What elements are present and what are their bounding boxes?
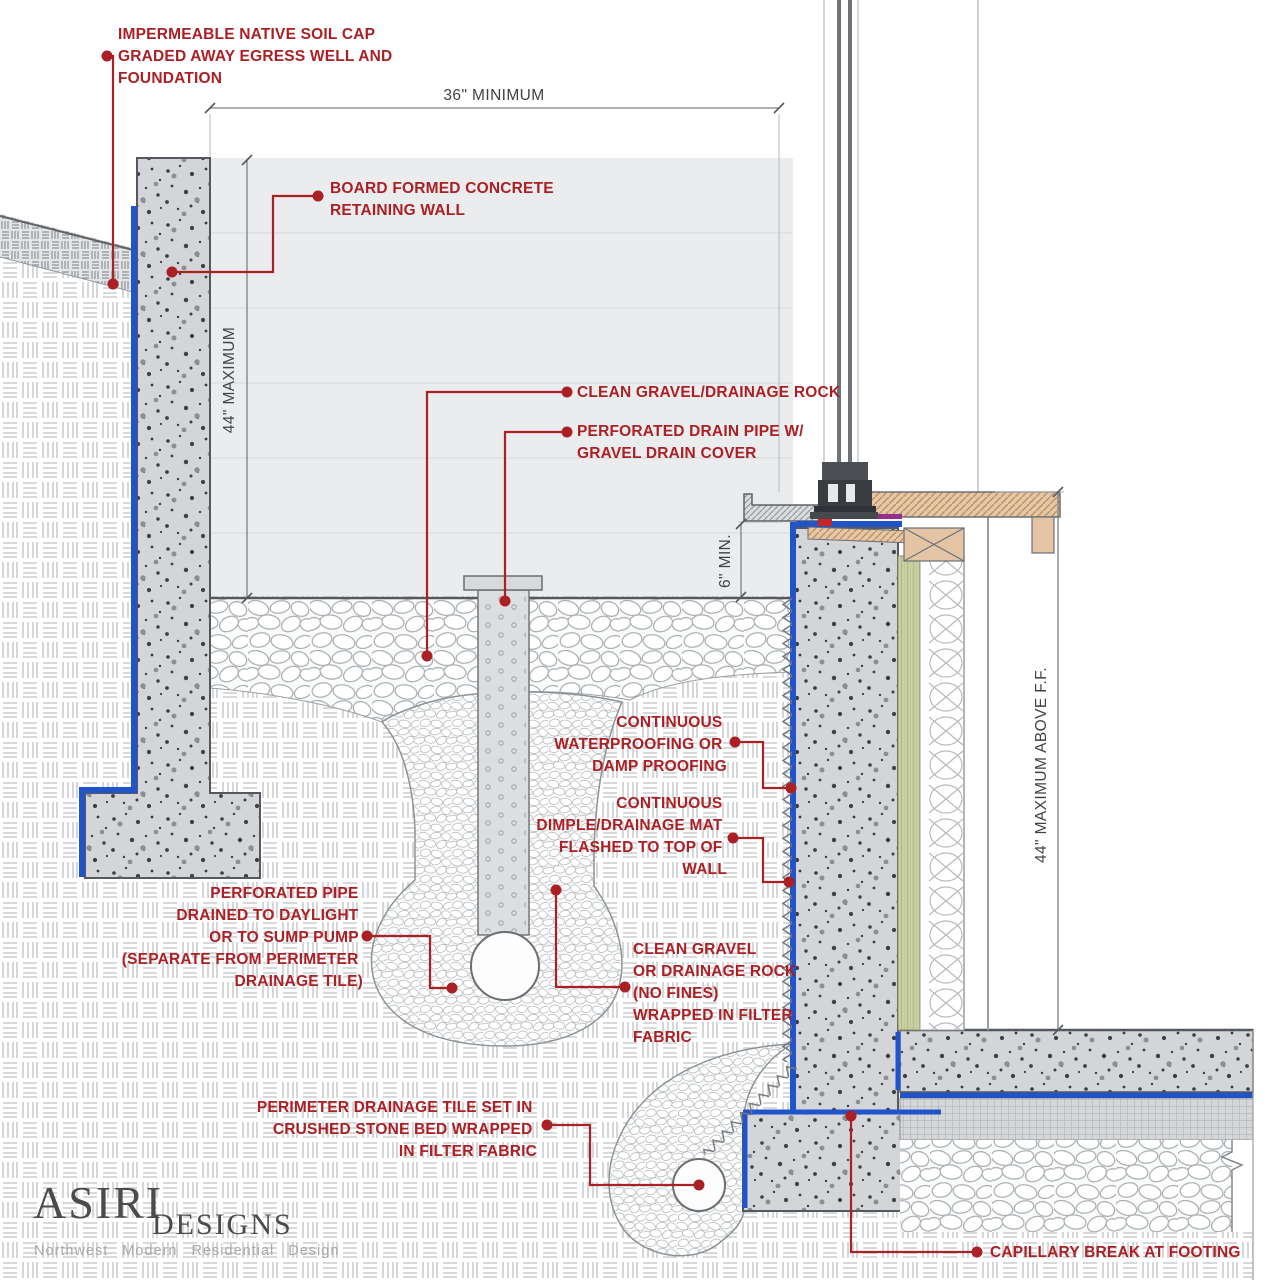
asiri-designs-logo: ASIRI DESIGNS Northwest Modern Residenti… xyxy=(33,1177,339,1259)
egress-well-space xyxy=(210,158,793,600)
dimple-drainage-mat xyxy=(699,598,798,1158)
label-soil-cap: IMPERMEABLE NATIVE SOIL CAP GRADED AWAY … xyxy=(118,26,397,87)
label-capillary-break: CAPILLARY BREAK AT FOOTING xyxy=(990,1244,1241,1261)
house-interior xyxy=(964,596,1253,1030)
leader-capillary-break xyxy=(845,1110,983,1258)
rigid-insulation xyxy=(897,555,921,1031)
leader-retaining-wall xyxy=(166,190,324,278)
dimension-well-depth: 44" MAXIMUM xyxy=(221,154,253,604)
leader-soil-cap xyxy=(101,50,119,290)
break-line xyxy=(1220,1140,1244,1232)
board-form-lines xyxy=(211,232,792,534)
grade-line xyxy=(0,215,138,252)
label-retaining-wall: BOARD FORMED CONCRETE RETAINING WALL xyxy=(330,180,558,219)
leader-gravel-no-fines xyxy=(550,884,631,993)
window-frame xyxy=(810,462,878,519)
window-sill-assembly xyxy=(743,0,1061,562)
retaining-wall-waterproofing xyxy=(79,206,137,877)
underslab-gravel xyxy=(900,1140,1232,1232)
label-perforated-pipe: PERFORATED PIPE DRAINED TO DAYLIGHT OR T… xyxy=(122,885,363,990)
leader-waterproofing xyxy=(729,736,797,794)
label-drainage-tile: PERIMETER DRAINAGE TILE SET IN CRUSHED S… xyxy=(257,1099,537,1160)
label-drain-pipe: PERFORATED DRAIN PIPE W/ GRAVEL DRAIN CO… xyxy=(577,423,808,462)
batt-insulation-cavity xyxy=(919,555,965,1031)
label-gravel-no-fines: CLEAN GRAVEL OR DRAINAGE ROCK (NO FINES)… xyxy=(633,941,801,1046)
leader-dimple-mat xyxy=(727,832,795,888)
label-dimple-mat: CONTINUOUS DIMPLE/DRAINAGE MAT FLASHED T… xyxy=(536,795,727,878)
concrete-slab xyxy=(899,1029,1254,1093)
wood-trim xyxy=(1031,516,1055,554)
label-waterproofing: CONTINUOUS WATERPROOFING OR DAMP PROOFIN… xyxy=(554,714,727,775)
wood-blocking xyxy=(903,527,965,562)
dimension-height-above-ff: 44" MAXIMUM ABOVE F.F. xyxy=(995,486,1064,1036)
slab-assembly xyxy=(899,1028,1254,1280)
dimension-label-44-maximum: 44" MAXIMUM xyxy=(221,327,238,433)
foundation-wall xyxy=(794,527,899,1114)
drain-tile-section xyxy=(470,931,540,1001)
leader-clean-gravel xyxy=(421,386,573,662)
leader-perforated-pipe xyxy=(361,930,458,994)
logo-brand: ASIRI xyxy=(33,1177,163,1228)
perforated-drain-pipe xyxy=(463,575,543,1001)
leader-drain-pipe xyxy=(499,426,573,607)
label-clean-gravel: CLEAN GRAVEL/DRAINAGE ROCK xyxy=(577,384,841,401)
underslab-insulation xyxy=(899,1097,1254,1141)
leader-drainage-tile xyxy=(541,1119,705,1191)
dimension-well-width: 36" MINIMUM xyxy=(204,87,785,492)
logo-tagline: Northwest Modern Residential Design xyxy=(34,1243,339,1259)
dimension-label-44-above-ff: 44" MAXIMUM ABOVE F.F. xyxy=(1033,667,1050,863)
dimension-gravel-cover: 6" MIN. xyxy=(717,518,783,603)
gravel-drain-cover xyxy=(463,575,543,591)
dimension-label-36-minimum: 36" MINIMUM xyxy=(443,87,544,104)
sill-waterproofing xyxy=(796,521,902,527)
wood-sill-board xyxy=(861,491,1061,518)
logo-brand-suffix: DESIGNS xyxy=(152,1208,293,1241)
foundation-waterproofing xyxy=(742,522,941,1208)
dimension-label-6-min: 6" MIN. xyxy=(717,534,734,588)
underslab-vapor-barrier xyxy=(900,1092,1253,1098)
sealant xyxy=(818,517,832,526)
